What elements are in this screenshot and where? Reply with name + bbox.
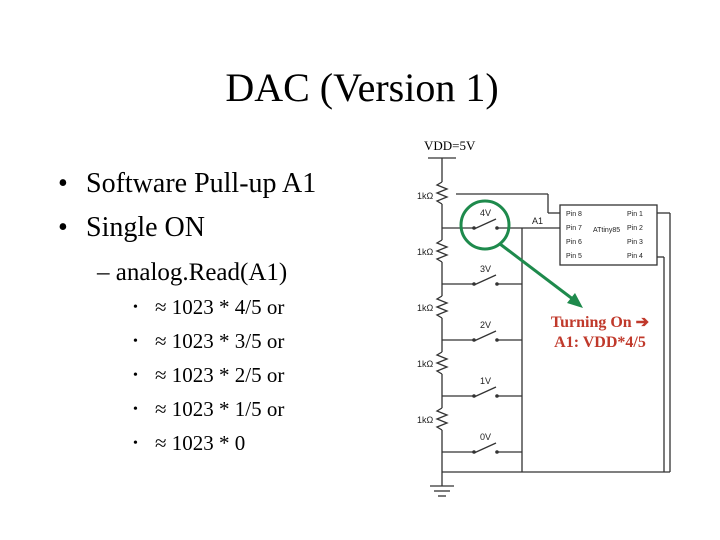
chip-pin-label: Pin 3: [627, 239, 643, 246]
chip-pin-label: Pin 4: [627, 253, 643, 260]
bullet-item: •Single ON: [58, 212, 205, 243]
chip-pin-label: Pin 6: [566, 239, 582, 246]
formula-item: •≈ 1023 * 3/5 or: [133, 329, 285, 353]
chip-pin-label: Pin 2: [627, 225, 643, 232]
switch-label: 2V: [480, 320, 491, 330]
resistor-label: 1kΩ: [417, 359, 434, 369]
highlight-circle: [459, 199, 511, 251]
chip-pin-label: Pin 1: [627, 211, 643, 218]
formula-item: •≈ 1023 * 1/5 or: [133, 397, 285, 421]
formula-item: •≈ 1023 * 4/5 or: [133, 295, 285, 319]
switch-label: 4V: [480, 208, 491, 218]
resistor-label: 1kΩ: [417, 415, 434, 425]
chip-name: ATtiny85: [593, 227, 620, 234]
chip-pin-label: Pin 8: [566, 211, 582, 218]
bullet-item: •Software Pull-up A1: [58, 168, 317, 199]
switch-label: 1V: [480, 376, 491, 386]
node-label: A1: [532, 216, 543, 226]
resistor-label: 1kΩ: [417, 303, 434, 313]
resistor-label: 1kΩ: [417, 191, 434, 201]
vdd-label: VDD=5V: [424, 138, 476, 153]
sub-bullet: – analog.Read(A1): [97, 259, 288, 286]
note-line-1: Turning On ➔: [550, 314, 650, 331]
chip-pin-label: Pin 5: [566, 253, 582, 260]
slide-title: DAC (Version 1): [225, 65, 499, 110]
turning-on-note: Turning On ➔ A1: VDD*4/5: [520, 313, 680, 353]
highlight-arrow: [499, 242, 575, 302]
formula-item: •≈ 1023 * 2/5 or: [133, 363, 285, 387]
formula-item: •≈ 1023 * 0: [133, 431, 246, 455]
switch-label: 0V: [480, 432, 491, 442]
arrow-head-icon: [567, 293, 583, 308]
switch-label: 3V: [480, 264, 491, 274]
resistor-label: 1kΩ: [417, 247, 434, 257]
note-line-2: A1: VDD*4/5: [554, 334, 646, 351]
chip-pin-label: Pin 7: [566, 225, 582, 232]
chip-box: [559, 204, 658, 266]
